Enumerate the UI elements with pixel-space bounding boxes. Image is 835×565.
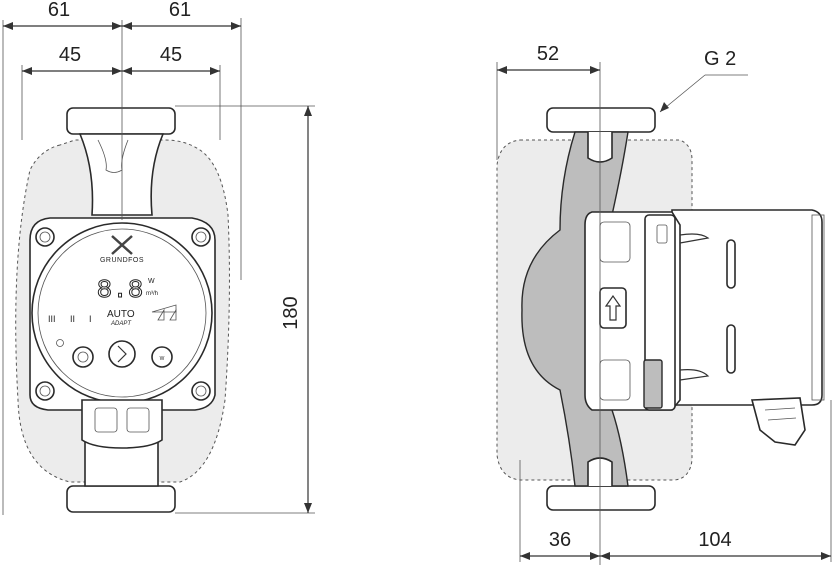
dim-top-right: 61: [169, 0, 191, 21]
unit-flow-label: m³/h: [146, 291, 158, 297]
select-button[interactable]: [108, 340, 136, 368]
unit-power-label: W: [148, 278, 155, 285]
brand-label: GRUNDFOS: [100, 257, 144, 264]
front-neck-slot: [97, 139, 129, 173]
side-clip-bottom: [679, 369, 710, 381]
side-top-flange: [546, 107, 656, 133]
side-bottom-flange: [546, 485, 656, 511]
side-cable-gland: [750, 397, 806, 446]
dim-height: 180: [280, 296, 302, 329]
front-view: GRUNDFOS 8.8 W m³/h III II I AUTO ADAPT: [2, 0, 315, 515]
side-clip-top: [679, 233, 710, 244]
unit-toggle-button[interactable]: W: [151, 346, 173, 368]
front-neck-top: [78, 133, 165, 216]
pressure-curve-icons: [151, 304, 177, 321]
dim-top-left: 61: [48, 0, 70, 21]
speed-label-2: II: [70, 314, 75, 324]
dim-mid-right: 45: [160, 44, 182, 66]
dim-side-bottom-left: 36: [549, 529, 571, 551]
dim-side-top: 52: [537, 43, 559, 65]
side-vent-slot-bottom: [726, 324, 736, 374]
mode-auto-label: AUTO: [107, 309, 135, 320]
speed-label-3: III: [48, 314, 56, 324]
svg-text:W: W: [160, 356, 165, 362]
display-digits: 8.8: [97, 275, 144, 305]
side-motor-can: [671, 209, 823, 406]
grundfos-logo: [111, 235, 133, 255]
night-mode-icon: [56, 339, 64, 347]
speed-indicators: III II I: [48, 314, 92, 324]
dim-side-bottom-right: 104: [698, 529, 731, 551]
side-view: 52 G 2 36 104: [496, 43, 832, 565]
side-vent-slot-top: [726, 239, 736, 289]
front-corner-bolts: [35, 227, 211, 401]
front-top-flange: [66, 107, 176, 135]
flow-direction-arrow-icon: [599, 287, 627, 329]
thread-label: G 2: [704, 48, 736, 70]
front-bottom-flange: [66, 485, 176, 513]
speed-label-1: I: [89, 314, 92, 324]
mode-adapt-label: ADAPT: [110, 321, 132, 327]
front-terminal-box: [81, 399, 163, 449]
dim-mid-left: 45: [59, 44, 81, 66]
mode-button[interactable]: [72, 346, 94, 368]
